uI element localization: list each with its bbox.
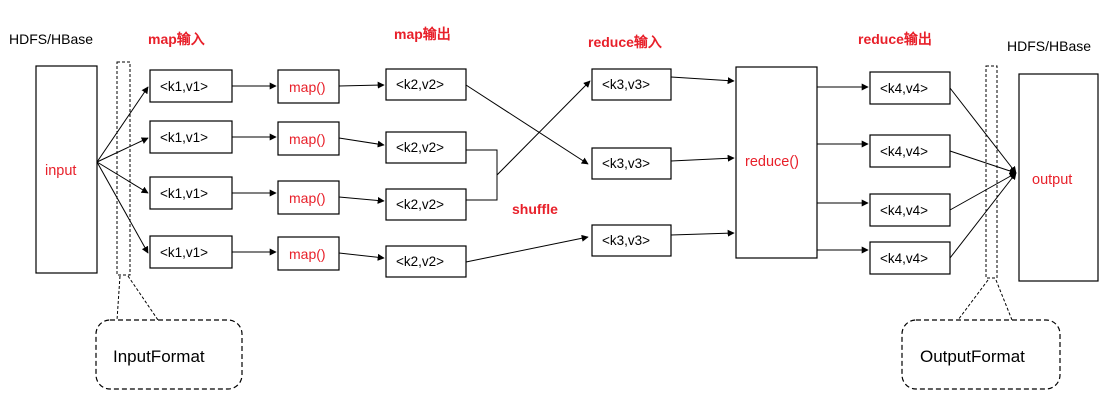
map-function-boxes: map() map() map() map() <box>277 69 340 271</box>
input-fanout <box>96 86 149 254</box>
reduce-input-boxes: <k3,v3> <k3,v3> <k3,v3> <box>591 68 672 257</box>
to-reduce-arrows <box>670 76 735 237</box>
map-fn-3: map() <box>289 190 326 206</box>
output-converge <box>949 87 1017 259</box>
input-label: input <box>45 163 76 179</box>
reduce-output-4: <k4,v4> <box>880 251 928 266</box>
reduce-input-3: <k3,v3> <box>602 233 650 248</box>
input-format-strip <box>116 61 131 276</box>
reduce-output-label: reduce输出 <box>858 31 932 47</box>
map-output-4: <k2,v2> <box>396 254 444 269</box>
output-format-callout <box>901 319 1061 390</box>
reduce-label: reduce() <box>745 154 799 170</box>
input-format-pointer-left <box>116 275 121 321</box>
map-input-2: <k1,v1> <box>160 130 208 145</box>
shuffle-connections <box>465 80 591 263</box>
map-fn-4: map() <box>289 246 326 262</box>
output-format-pointer-left <box>957 279 989 321</box>
map-input-1: <k1,v1> <box>160 79 208 94</box>
output-format-strip <box>985 65 998 279</box>
to-reduce-output-arrows <box>817 83 869 254</box>
input-box <box>35 65 98 274</box>
input-format-pointer-right <box>127 275 159 321</box>
map-input-4: <k1,v1> <box>160 245 208 260</box>
reduce-output-2: <k4,v4> <box>880 144 928 159</box>
map-output-3: <k2,v2> <box>396 197 444 212</box>
reduce-box <box>735 66 818 259</box>
map-input-3: <k1,v1> <box>160 186 208 201</box>
reduce-input-1: <k3,v3> <box>602 77 650 92</box>
output-format-pointer-right <box>995 279 1013 321</box>
input-format-label: InputFormat <box>113 347 205 366</box>
map-fn-2: map() <box>289 131 326 147</box>
map-output-boxes: <k2,v2> <k2,v2> <k2,v2> <k2,v2> <box>385 68 467 278</box>
reduce-input-2: <k3,v3> <box>602 156 650 171</box>
map-output-label: map输出 <box>394 26 451 42</box>
reduce-output-boxes: <k4,v4> <k4,v4> <k4,v4> <k4,v4> <box>869 71 951 275</box>
reduce-output-1: <k4,v4> <box>880 81 928 96</box>
output-label: output <box>1032 172 1072 188</box>
map-output-1: <k2,v2> <box>396 77 444 92</box>
map-output-2: <k2,v2> <box>396 140 444 155</box>
source-label: HDFS/HBase <box>9 31 93 47</box>
to-map-output-arrows <box>338 81 385 261</box>
to-map-arrows <box>232 82 277 256</box>
sink-label: HDFS/HBase <box>1007 38 1091 54</box>
reduce-output-3: <k4,v4> <box>880 203 928 218</box>
input-format-callout <box>95 319 243 390</box>
map-input-label: map输入 <box>148 31 205 47</box>
shuffle-label: shuffle <box>512 201 558 217</box>
map-input-boxes: <k1,v1> <k1,v1> <k1,v1> <k1,v1> <box>149 69 233 269</box>
output-format-label: OutputFormat <box>920 347 1025 366</box>
output-box <box>1018 73 1099 282</box>
reduce-input-label: reduce输入 <box>588 34 662 50</box>
map-fn-1: map() <box>289 79 326 95</box>
